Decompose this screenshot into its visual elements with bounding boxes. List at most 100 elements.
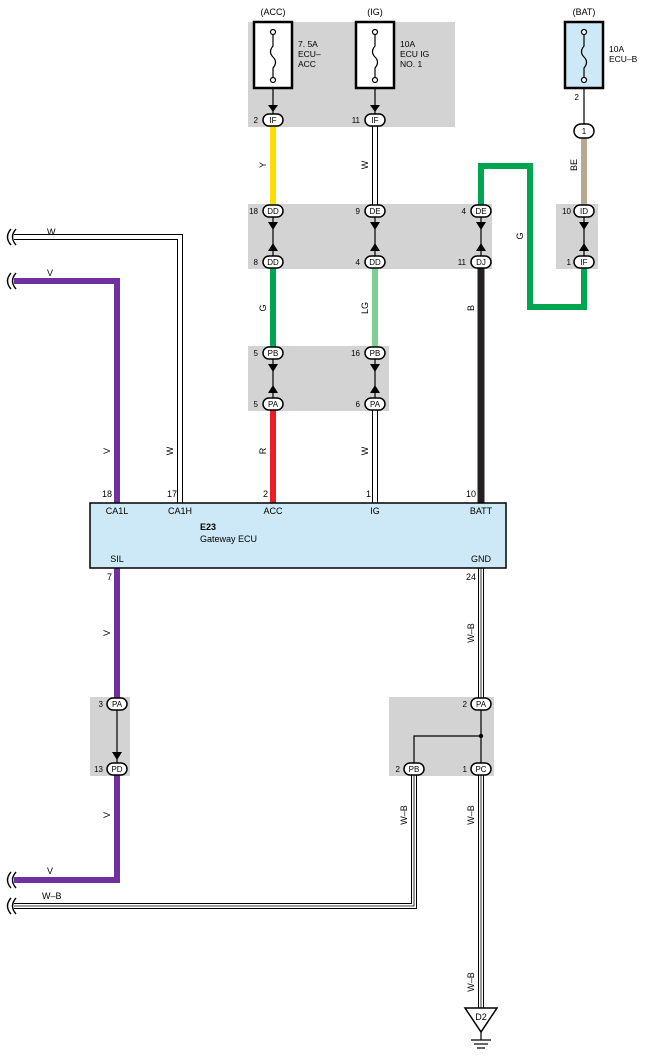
ground-d2-icon — [463, 1007, 499, 1049]
wire-label-bottom-wb: W–B — [42, 891, 62, 901]
connector-pa-gnd: PA 2 — [463, 697, 492, 711]
connector-code: PA — [268, 400, 279, 409]
connector-pin: 2 — [254, 116, 259, 125]
connector-pin: 2 — [575, 93, 580, 102]
ecu-pin-num-acc: 2 — [263, 489, 268, 499]
wire-break-marks — [6, 228, 17, 915]
connector-pin: 11 — [458, 258, 467, 267]
ecu-pin-label-acc: ACC — [263, 506, 283, 516]
connector-code: IF — [371, 116, 378, 125]
connector-de-right: DE 4 — [462, 204, 492, 218]
connector-pin: 6 — [356, 400, 361, 409]
connector-pin: 2 — [396, 765, 401, 774]
connector-code: PD — [111, 765, 122, 774]
wire-label-ig-low: W — [360, 446, 370, 455]
wire-label-bat-loop: G — [515, 232, 525, 239]
wire-label-left-v: V — [47, 268, 53, 278]
fuse-name1-ig: ECU IG — [400, 49, 429, 59]
connector-bat-out: 1 2 — [573, 93, 595, 139]
connector-code: PC — [475, 765, 486, 774]
connector-pin: 9 — [356, 207, 361, 216]
connector-pin: 13 — [94, 765, 103, 774]
connector-id: ID 10 — [562, 204, 595, 218]
wire-label-sil-upper: V — [102, 630, 112, 636]
ecu-pin-num-ca1l: 18 — [102, 489, 112, 499]
wire-label-ig-top: W — [360, 160, 370, 169]
gateway-ecu-block — [89, 502, 507, 569]
connector-pin: 4 — [356, 258, 361, 267]
connector-pin: 8 — [254, 258, 259, 267]
fuse-rating-ig: 10A — [400, 39, 415, 49]
ecu-name: Gateway ECU — [200, 534, 257, 544]
wire-label-acc-top: Y — [258, 162, 268, 168]
wire-label-bat-vert: BE — [569, 159, 579, 171]
wire-label-acc-low: R — [258, 447, 268, 454]
connector-de-mid: DE 9 — [356, 204, 386, 218]
wire-label-bottom-v: V — [47, 866, 53, 876]
connector-dd-bot2: DD 4 — [356, 255, 386, 269]
wire-label-acc-mid: G — [258, 304, 268, 311]
connector-pin: 16 — [351, 349, 360, 358]
wire-label-sil-lower: V — [102, 812, 112, 818]
fuse-name1-acc: ECU– — [298, 49, 321, 59]
connector-code: PA — [112, 700, 123, 709]
fuse-name1-bat: ECU–B — [609, 54, 638, 64]
wire-label-ca1l: V — [102, 448, 112, 454]
wire-label-ig-mid: LG — [360, 302, 370, 314]
connector-pc-gnd: PC 1 — [463, 762, 492, 776]
ecu-pin-num-gnd: 24 — [466, 572, 476, 582]
connector-dd-top: DD 18 — [249, 204, 284, 218]
connector-pin: 10 — [562, 207, 571, 216]
ecu-pin-label-ca1h: CA1H — [168, 506, 192, 516]
connector-if-ig: IF 11 — [352, 113, 386, 127]
wire-label-left-w: W — [47, 227, 56, 237]
connector-if-acc: IF 2 — [254, 113, 284, 127]
connector-pb-mid: PB 16 — [351, 346, 386, 360]
wire-ca1h-white — [14, 234, 183, 503]
connector-pin: 11 — [352, 116, 361, 125]
connector-pin: 4 — [462, 207, 467, 216]
ecu-pin-num-ig: 1 — [366, 489, 371, 499]
connector-code: DE — [475, 207, 486, 216]
link-arrows — [112, 105, 589, 760]
ecu-pin-label-ig: IG — [370, 506, 380, 516]
connector-if-bat: IF 1 — [567, 255, 595, 269]
connector-code: IF — [580, 258, 587, 267]
connector-code: DE — [369, 207, 380, 216]
connector-pa-mid: PA 6 — [356, 397, 386, 411]
connector-pin: 2 — [463, 700, 468, 709]
ecu-pin-label-ca1l: CA1L — [106, 506, 129, 516]
fuse-header-ig: (IG) — [367, 7, 383, 17]
connector-code: PB — [370, 349, 381, 358]
ecu-id: E23 — [200, 522, 216, 532]
ground-label: D2 — [475, 1012, 487, 1022]
fuse-rating-bat: 10A — [609, 44, 624, 54]
fuse-name2-ig: NO. 1 — [400, 59, 422, 69]
connector-code: 1 — [582, 127, 587, 136]
wire-ca1l-violet — [14, 278, 120, 503]
fuse-header-acc: (ACC) — [261, 7, 286, 17]
connector-pd-sil: PD 13 — [94, 762, 128, 776]
connector-dd-bot: DD 8 — [254, 255, 284, 269]
fuse-header-bat: (BAT) — [573, 7, 596, 17]
panel-links — [116, 88, 585, 763]
connector-pa-sil: PA 3 — [99, 697, 128, 711]
wire-label-gnd-branch: W–B — [399, 805, 409, 825]
fuse-name2-acc: ACC — [298, 59, 316, 69]
fuse-symbol-ig — [371, 28, 379, 84]
connector-pb-left: PB 5 — [254, 346, 284, 360]
ecu-pin-num-ca1h: 17 — [167, 489, 177, 499]
connector-pin: 5 — [254, 400, 259, 409]
fuse-box-acc — [252, 20, 294, 90]
connector-pin: 18 — [249, 207, 258, 216]
connector-pin: 5 — [254, 349, 259, 358]
wire-label-gnd-upper: W–B — [466, 623, 476, 643]
fuse-symbol-bat — [580, 28, 588, 84]
ecu-pin-label-gnd: GND — [471, 554, 492, 564]
wire-label-ca1h: W — [165, 446, 175, 455]
ecu-pin-label-sil: SIL — [110, 554, 124, 564]
wire-label-batt-mid: B — [466, 305, 476, 311]
wire-batt-green-loop — [478, 163, 587, 310]
fuse-symbol-acc — [269, 28, 277, 84]
connector-code: ID — [580, 207, 588, 216]
